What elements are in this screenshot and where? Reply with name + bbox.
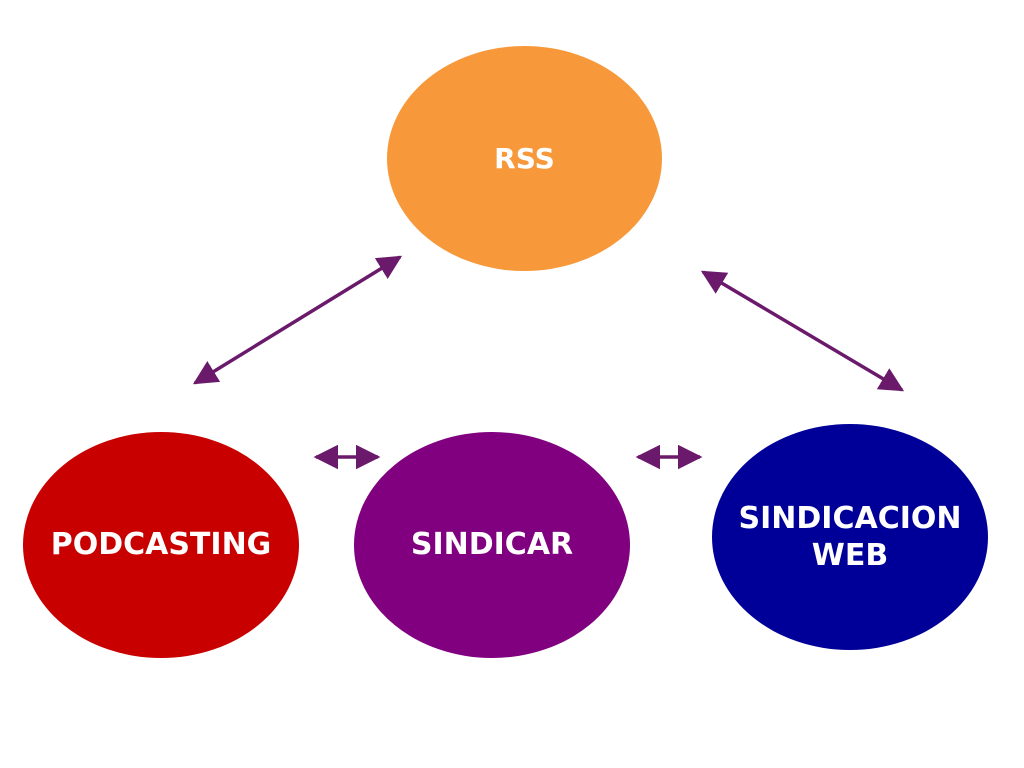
node-sindicar: SINDICAR	[354, 432, 630, 658]
arrow-rss-podcasting	[192, 255, 403, 385]
node-sindicar-label: SINDICAR	[410, 527, 574, 563]
node-sindicacion-web-label-line1: SINDICACION	[738, 500, 962, 536]
node-rss: RSS	[387, 46, 662, 271]
node-podcasting: PODCASTING	[23, 432, 299, 658]
node-rss-label: RSS	[494, 142, 555, 175]
node-podcasting-label: PODCASTING	[50, 527, 272, 563]
arrow-rss-sindicacion-web	[700, 270, 905, 392]
node-sindicacion-web-label-line2: WEB	[811, 538, 889, 573]
node-sindicacion-web: SINDICACION WEB	[712, 424, 988, 650]
